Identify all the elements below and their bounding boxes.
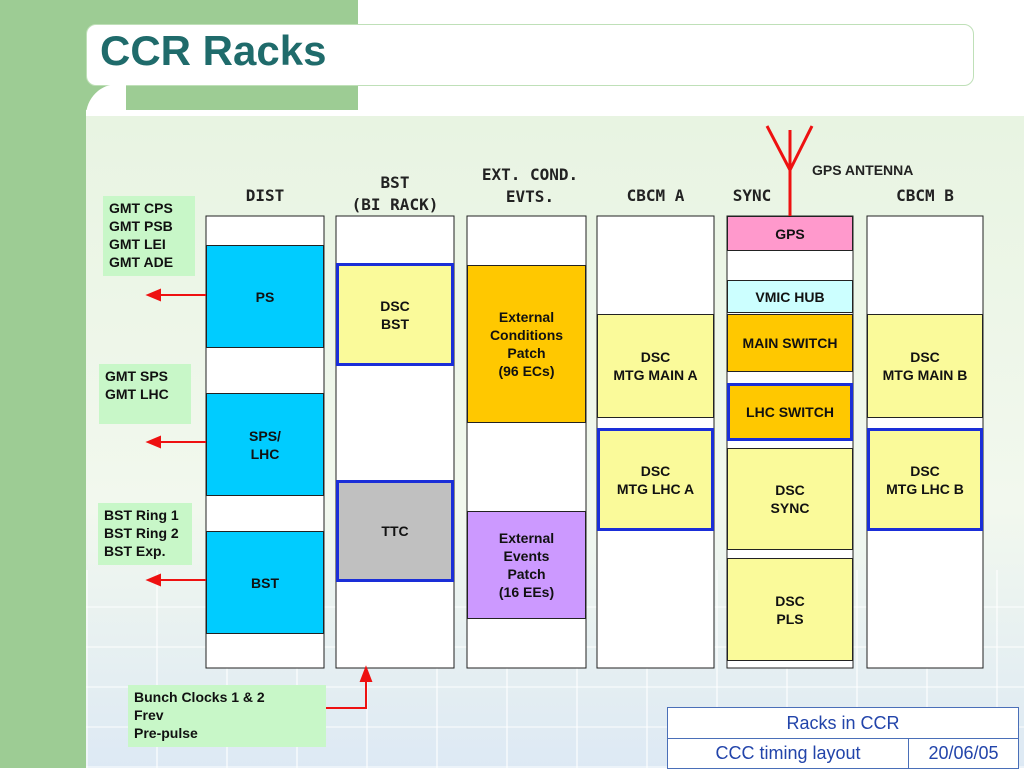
bst-ttc-box: TTC bbox=[336, 480, 454, 582]
sync-main-switch-box: MAIN SWITCH bbox=[727, 314, 853, 372]
rack-title-sync: SYNC bbox=[732, 186, 772, 205]
rack-title-cbcm-b: CBCM B bbox=[896, 186, 954, 205]
rack-title-cbcm-a: CBCM A bbox=[626, 186, 685, 205]
gps-antenna-label: GPS ANTENNA bbox=[812, 162, 914, 178]
dist-bst-box: BST bbox=[206, 531, 324, 634]
bst-dsc-box: DSC BST bbox=[336, 263, 454, 366]
page-title: CCR Racks bbox=[100, 27, 327, 74]
arrow-bunch-head bbox=[359, 665, 373, 682]
rack-title-bst: BST (BI RACK) bbox=[351, 173, 439, 214]
sync-lhc-switch-box: LHC SWITCH bbox=[727, 383, 853, 441]
sync-gps-box: GPS bbox=[727, 216, 853, 251]
left-green-band bbox=[0, 0, 86, 768]
arrow-sps-head bbox=[145, 435, 161, 449]
footer-date: 20/06/05 bbox=[928, 743, 999, 763]
ext-conditions-box: External Conditions Patch (96 ECs) bbox=[467, 265, 586, 423]
antenna-icon bbox=[765, 125, 814, 216]
label-bst-ring: BST Ring 1 BST Ring 2 BST Exp. bbox=[98, 503, 192, 565]
title-box bbox=[86, 24, 974, 86]
dist-ps-box: PS bbox=[206, 245, 324, 348]
label-gmt-sps: GMT SPS GMT LHC bbox=[99, 364, 191, 424]
footer-title: Racks in CCR bbox=[668, 708, 1018, 739]
rack-title-dist: DIST bbox=[245, 186, 285, 205]
sync-dsc-sync-box: DSC SYNC bbox=[727, 448, 853, 550]
sync-vmic-box: VMIC HUB bbox=[727, 280, 853, 313]
cbcm-a-lhc-box: DSC MTG LHC A bbox=[597, 428, 714, 531]
label-bunch-clocks: Bunch Clocks 1 & 2 Frev Pre-pulse bbox=[128, 685, 326, 747]
rack-title-ext: EXT. COND. EVTS. bbox=[481, 165, 579, 206]
footer-info-table: Racks in CCR CCC timing layout 20/06/05 bbox=[667, 707, 1019, 769]
ext-events-box: External Events Patch (16 EEs) bbox=[467, 511, 586, 619]
cbcm-b-main-box: DSC MTG MAIN B bbox=[867, 314, 983, 418]
sync-dsc-pls-box: DSC PLS bbox=[727, 558, 853, 661]
arrow-bst-head bbox=[145, 573, 161, 587]
cbcm-b-lhc-box: DSC MTG LHC B bbox=[867, 428, 983, 531]
footer-subtitle: CCC timing layout bbox=[668, 739, 909, 768]
arrow-bunch-line bbox=[326, 680, 367, 709]
dist-sps-lhc-box: SPS/ LHC bbox=[206, 393, 324, 496]
arrow-ps-head bbox=[145, 288, 161, 302]
cbcm-a-main-box: DSC MTG MAIN A bbox=[597, 314, 714, 418]
label-gmt-cps: GMT CPS GMT PSB GMT LEI GMT ADE bbox=[103, 196, 195, 276]
